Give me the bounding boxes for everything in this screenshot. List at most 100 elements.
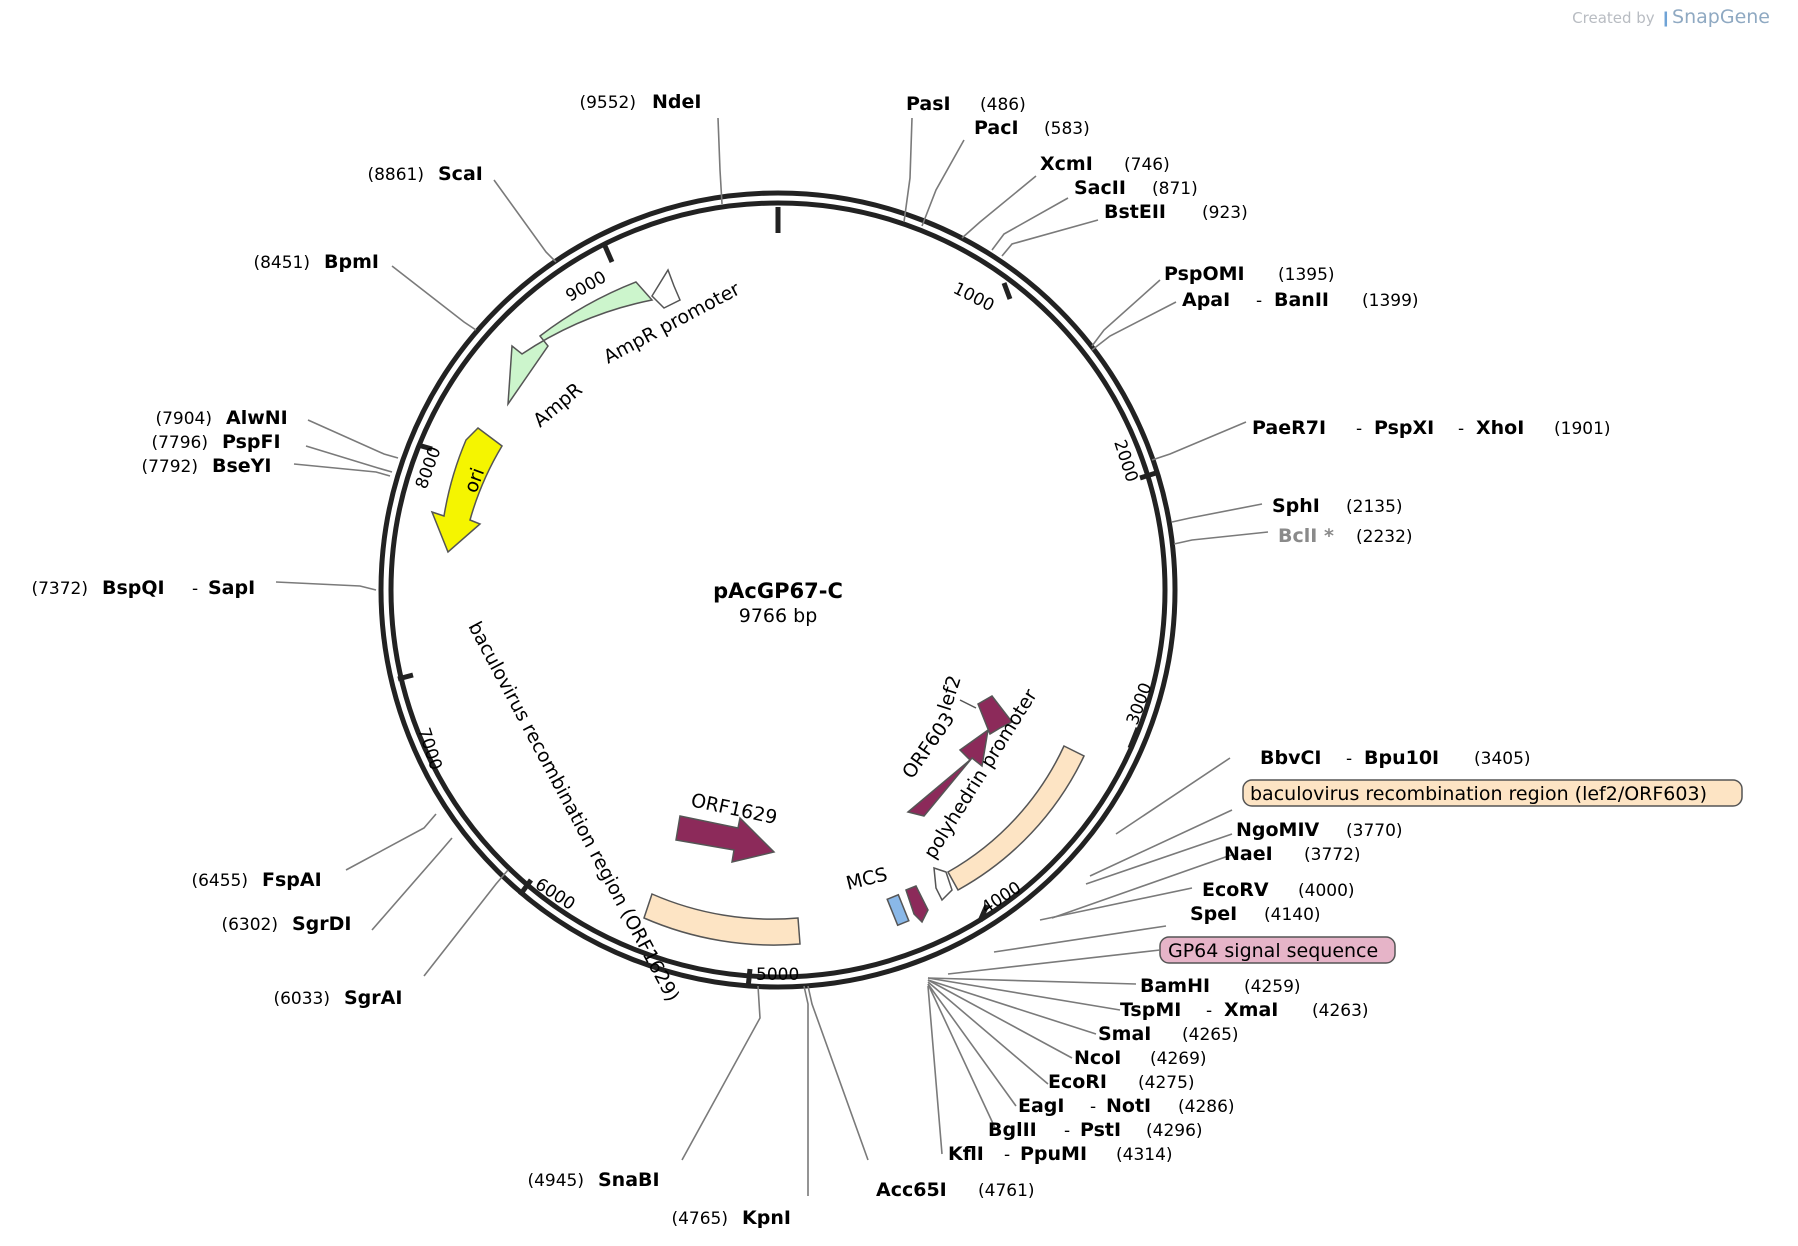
- svg-text:(4296): (4296): [1146, 1121, 1203, 1141]
- svg-text:(3405): (3405): [1474, 749, 1531, 769]
- svg-text:KflI: KflI: [948, 1143, 984, 1165]
- svg-text:-: -: [1356, 419, 1362, 439]
- site-kfli: KflI-PpuMI(4314): [948, 1143, 1173, 1165]
- svg-text:SgrDI: SgrDI: [292, 913, 352, 935]
- site-smai: SmaI(4265): [1098, 1023, 1239, 1045]
- snapgene-credit: Created by ❙SnapGene: [1572, 6, 1770, 28]
- svg-text:(4275): (4275): [1138, 1073, 1195, 1093]
- site-bbvci: BbvCI-Bpu10I(3405): [1260, 747, 1531, 769]
- site-ndei: (9552)NdeI: [579, 91, 701, 113]
- svg-text:(4945): (4945): [527, 1171, 584, 1191]
- svg-text:SphI: SphI: [1272, 495, 1320, 517]
- credit-brand: SnapGene: [1672, 6, 1770, 28]
- orf603-label: ORF603: [898, 709, 959, 783]
- svg-text:NcoI: NcoI: [1074, 1047, 1121, 1069]
- svg-text:PpuMI: PpuMI: [1020, 1143, 1087, 1165]
- site-bglii: BglII-PstI(4296): [988, 1119, 1203, 1141]
- svg-text:(1901): (1901): [1554, 419, 1611, 439]
- tick-label-7000: 7000: [413, 725, 445, 772]
- site-eagi: EagI-NotI(4286): [1018, 1095, 1235, 1117]
- bac-rec-orf1629-label: baculovirus recombination region (ORF162…: [464, 618, 684, 1005]
- site-spei: SpeI(4140): [1190, 903, 1321, 925]
- site-bpmi: (8451)BpmI: [253, 251, 378, 273]
- svg-text:AlwNI: AlwNI: [226, 407, 288, 429]
- site-scai: (8861)ScaI: [367, 163, 482, 185]
- svg-text:(3770): (3770): [1346, 821, 1403, 841]
- tick-label-1000: 1000: [950, 279, 998, 316]
- svg-text:BanII: BanII: [1274, 289, 1329, 311]
- site-bspqi: (7372)BspQI-SapI: [31, 577, 255, 599]
- site-snabi: (4945) SnaBI: [527, 1169, 659, 1191]
- svg-text:(9552): (9552): [579, 93, 636, 113]
- site-kpni: (4765)KpnI: [671, 1207, 790, 1229]
- svg-text:(923): (923): [1202, 203, 1248, 223]
- mcs-label: MCS: [844, 863, 890, 894]
- svg-text:(8451): (8451): [253, 253, 310, 273]
- svg-text:PspOMI: PspOMI: [1164, 263, 1245, 285]
- svg-text:-: -: [1090, 1097, 1096, 1117]
- svg-text:(583): (583): [1044, 119, 1090, 139]
- svg-text:(3772): (3772): [1304, 845, 1361, 865]
- svg-text:-: -: [192, 579, 198, 599]
- svg-text:(1395): (1395): [1278, 265, 1335, 285]
- svg-text:EcoRV: EcoRV: [1202, 879, 1269, 901]
- svg-text:BstEII: BstEII: [1104, 201, 1166, 223]
- site-bcli: BclI * (2232): [1278, 525, 1413, 547]
- lef2-feature: [977, 695, 1014, 736]
- svg-text:BbvCI: BbvCI: [1260, 747, 1321, 769]
- svg-text:PaeR7I: PaeR7I: [1252, 417, 1326, 439]
- svg-text:SacII: SacII: [1074, 177, 1126, 199]
- svg-text:SnaBI: SnaBI: [598, 1169, 660, 1191]
- svg-text:(871): (871): [1152, 179, 1198, 199]
- gp64-label: GP64 signal sequence: [1168, 940, 1378, 962]
- svg-text:BclI *: BclI *: [1278, 525, 1334, 547]
- svg-text:PacI: PacI: [974, 117, 1019, 139]
- site-fspai: (6455)FspAI: [191, 869, 321, 891]
- svg-text:Bpu10I: Bpu10I: [1364, 747, 1439, 769]
- svg-text:SapI: SapI: [208, 577, 255, 599]
- site-ncoi: NcoI(4269): [1074, 1047, 1207, 1069]
- plasmid-backbone: [378, 190, 1178, 990]
- bac-rec-lef2-label: baculovirus recombination region (lef2/O…: [1250, 783, 1707, 805]
- plasmid-size: 9766 bp: [739, 605, 818, 627]
- svg-text:KpnI: KpnI: [742, 1207, 791, 1229]
- svg-text:(2232): (2232): [1356, 527, 1413, 547]
- mcs-orf-feature: [905, 885, 929, 924]
- ampr-feature: [507, 281, 654, 407]
- svg-text:PstI: PstI: [1080, 1119, 1121, 1141]
- site-ecorv: EcoRV(4000): [1202, 879, 1355, 901]
- svg-text:(486): (486): [980, 95, 1026, 115]
- svg-text:(6033): (6033): [273, 989, 330, 1009]
- svg-text:(2135): (2135): [1346, 497, 1403, 517]
- site-ecori: EcoRI(4275): [1048, 1071, 1195, 1093]
- svg-text:(7792): (7792): [141, 457, 198, 477]
- svg-text:(7372): (7372): [31, 579, 88, 599]
- site-leader-lines: [275, 117, 1269, 1196]
- svg-text:SgrAI: SgrAI: [344, 987, 402, 1009]
- svg-text:SpeI: SpeI: [1190, 903, 1237, 925]
- site-xcmi: XcmI(746): [1040, 153, 1170, 175]
- svg-text:BglII: BglII: [988, 1119, 1037, 1141]
- svg-text:XmaI: XmaI: [1224, 999, 1278, 1021]
- site-naei: NaeI (3772): [1224, 843, 1361, 865]
- svg-text:-: -: [1458, 419, 1464, 439]
- svg-text:TspMI: TspMI: [1120, 999, 1181, 1021]
- svg-text:(4263): (4263): [1312, 1001, 1369, 1021]
- svg-text:(746): (746): [1124, 155, 1170, 175]
- gp64-callout: GP64 signal sequence: [1159, 936, 1396, 964]
- mcs-blue-feature: [886, 893, 910, 927]
- svg-text:FspAI: FspAI: [262, 869, 322, 891]
- tick-label-4000: 4000: [978, 878, 1025, 918]
- svg-text:-: -: [1004, 1145, 1010, 1165]
- lef2-label: lef2: [934, 673, 966, 714]
- svg-text:NaeI: NaeI: [1224, 843, 1273, 865]
- svg-text:NgoMIV: NgoMIV: [1236, 819, 1320, 841]
- svg-text:ApaI: ApaI: [1182, 289, 1230, 311]
- site-sacii: SacII (871): [1074, 177, 1198, 199]
- ori-feature: [430, 427, 503, 554]
- svg-text:Acc65I: Acc65I: [876, 1179, 947, 1201]
- site-sgrdi: (6302)SgrDI: [221, 913, 351, 935]
- svg-text:PasI: PasI: [906, 93, 951, 115]
- svg-text:(4761): (4761): [978, 1181, 1035, 1201]
